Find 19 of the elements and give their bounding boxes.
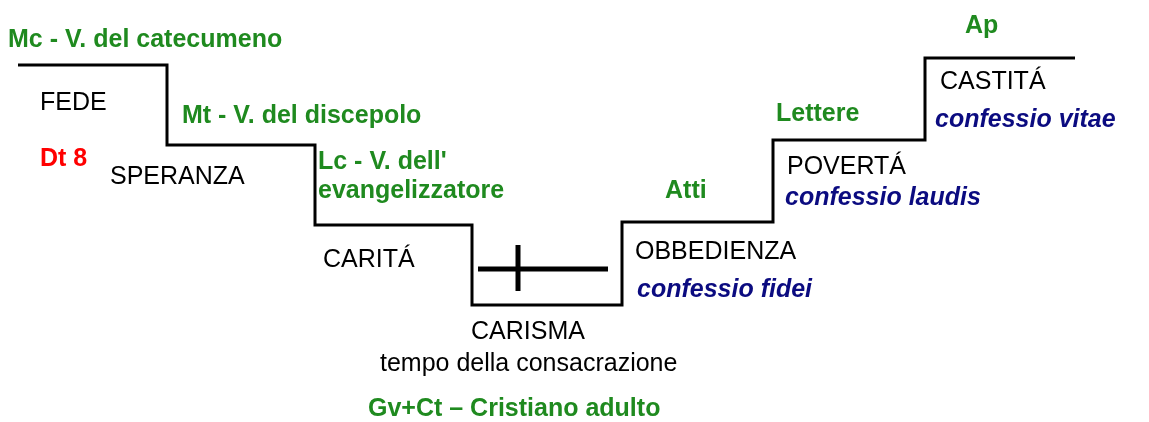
book-label: Lc - V. dell' evangelizzatore [318,146,506,204]
book-label: Gv+Ct – Cristiano adulto [368,393,661,422]
confessio-label: confessio laudis [785,182,981,211]
virtue-label: CASTITÁ [940,66,1046,95]
virtue-label: POVERTÁ [787,151,907,180]
book-label: Mt - V. del discepolo [182,100,422,129]
confessio-label: confessio fidei [637,274,813,303]
virtue-label: FEDE [40,87,107,116]
virtue-label: SPERANZA [110,161,245,190]
virtue-label: CARISMA [471,316,585,345]
virtue-label: OBBEDIENZA [635,236,797,265]
book-label: Lettere [776,98,860,127]
verse-reference: Dt 8 [40,143,88,172]
confessio-label: confessio vitae [935,104,1116,133]
book-label: Mc - V. del catecumeno [8,24,283,53]
book-label: Ap [965,10,999,39]
virtue-label: CARITÁ [323,244,415,273]
book-label: Atti [665,175,707,204]
caption-text: tempo della consacrazione [380,348,678,377]
